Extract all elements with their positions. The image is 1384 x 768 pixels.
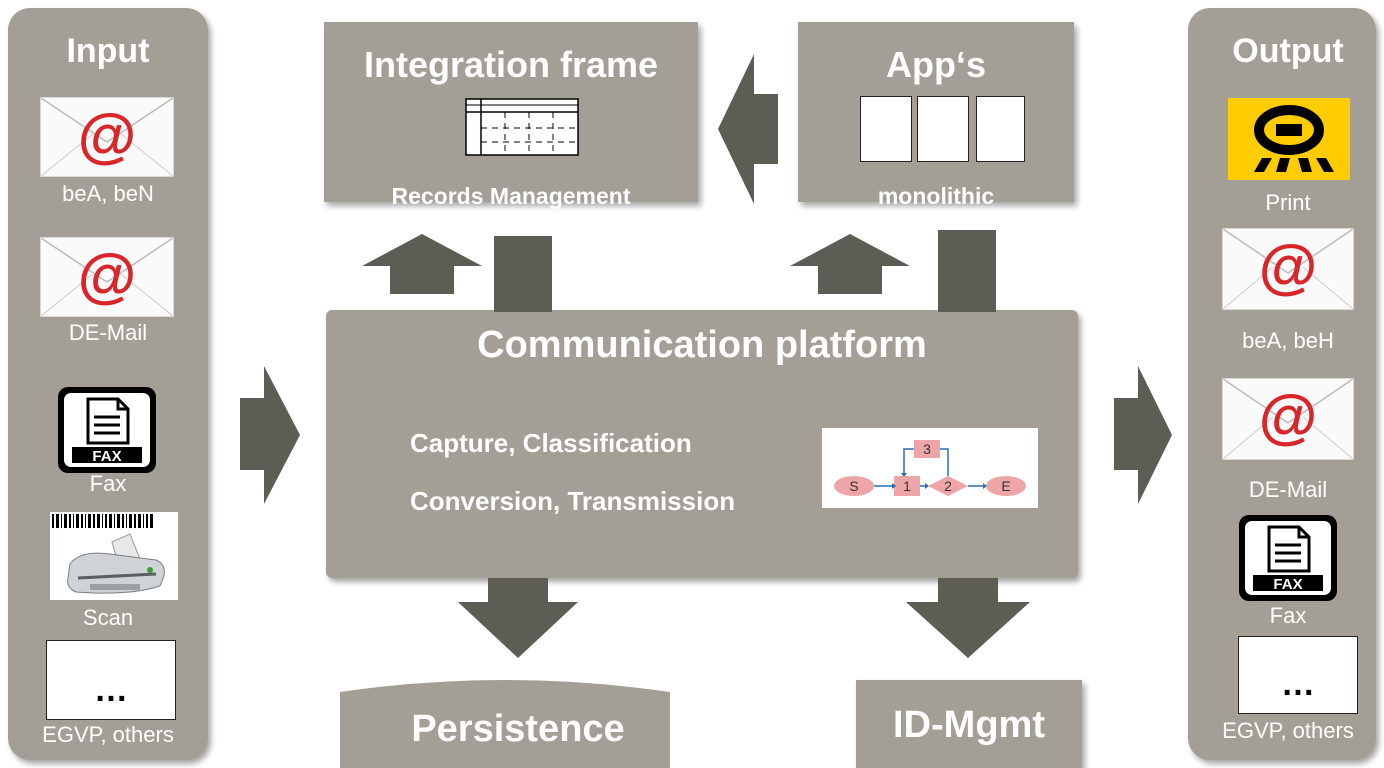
app-window xyxy=(976,96,1025,162)
output-label-demail: DE-Mail xyxy=(1248,477,1328,502)
output-title: Output xyxy=(1232,32,1344,70)
svg-text:@: @ xyxy=(78,102,137,169)
connector-bar xyxy=(938,230,996,312)
platform-line1: Capture, Classification xyxy=(410,428,692,458)
email-icon: @ xyxy=(40,97,174,177)
platform-line2: Conversion, Transmission xyxy=(410,486,736,516)
fax-icon: FAX xyxy=(1239,515,1337,601)
others-box: … xyxy=(46,640,176,720)
output-label-egvp: EGVP, others xyxy=(1222,718,1354,743)
others-box: … xyxy=(1238,636,1358,714)
svg-text:@: @ xyxy=(1259,383,1318,450)
persistence-cylinder xyxy=(340,680,670,768)
id-mgmt-box xyxy=(856,680,1082,768)
communication-platform-title: Communication platform xyxy=(477,324,927,366)
arrow-down xyxy=(906,578,1030,658)
ellipsis: … xyxy=(1281,665,1315,703)
arrow-right xyxy=(1114,366,1172,504)
input-label-egvp: EGVP, others xyxy=(42,722,174,747)
app-window xyxy=(917,96,969,162)
email-icon: @ xyxy=(1222,228,1354,310)
output-label-print: Print xyxy=(1265,190,1311,215)
ellipsis: … xyxy=(94,671,128,709)
input-title: Input xyxy=(66,32,150,70)
scanner-icon xyxy=(50,512,178,600)
arrow-down xyxy=(458,578,578,658)
persistence-title: Persistence xyxy=(411,708,625,750)
svg-text:E: E xyxy=(1001,478,1010,494)
input-label-fax: Fax xyxy=(89,471,127,496)
svg-text:@: @ xyxy=(1259,233,1318,300)
integration-frame-subtitle: Records Management xyxy=(391,183,631,209)
output-label-bea: beA, beH xyxy=(1242,328,1334,353)
input-label-bea: beA, beN xyxy=(62,181,154,206)
fax-icon: FAX xyxy=(58,387,156,473)
input-label-scan: Scan xyxy=(82,605,134,630)
apps-subtitle: monolithic xyxy=(877,183,995,209)
connector-bar xyxy=(494,236,552,312)
arrow-right xyxy=(240,366,300,504)
email-icon: @ xyxy=(1222,378,1354,460)
email-icon: @ xyxy=(40,237,174,317)
workflow-diagram: S 1 2 E 3 xyxy=(822,428,1038,508)
svg-text:2: 2 xyxy=(944,478,952,494)
output-label-fax: Fax xyxy=(1269,603,1307,628)
arrow-up xyxy=(362,234,482,294)
arrow-up xyxy=(790,234,910,294)
svg-text:1: 1 xyxy=(903,478,911,494)
input-label-demail: DE-Mail xyxy=(68,320,148,345)
apps-title: App‘s xyxy=(885,44,986,85)
svg-text:@: @ xyxy=(78,242,137,309)
app-window xyxy=(860,96,912,162)
post-horn-icon xyxy=(1228,98,1350,180)
fax-text: FAX xyxy=(92,448,121,465)
fax-text: FAX xyxy=(1273,576,1302,593)
integration-frame-title: Integration frame xyxy=(363,44,659,85)
svg-text:3: 3 xyxy=(923,441,931,457)
table-icon xyxy=(465,98,579,156)
id-mgmt-title: ID-Mgmt xyxy=(893,704,1045,746)
arrow-left xyxy=(718,54,778,204)
svg-text:S: S xyxy=(849,478,858,494)
